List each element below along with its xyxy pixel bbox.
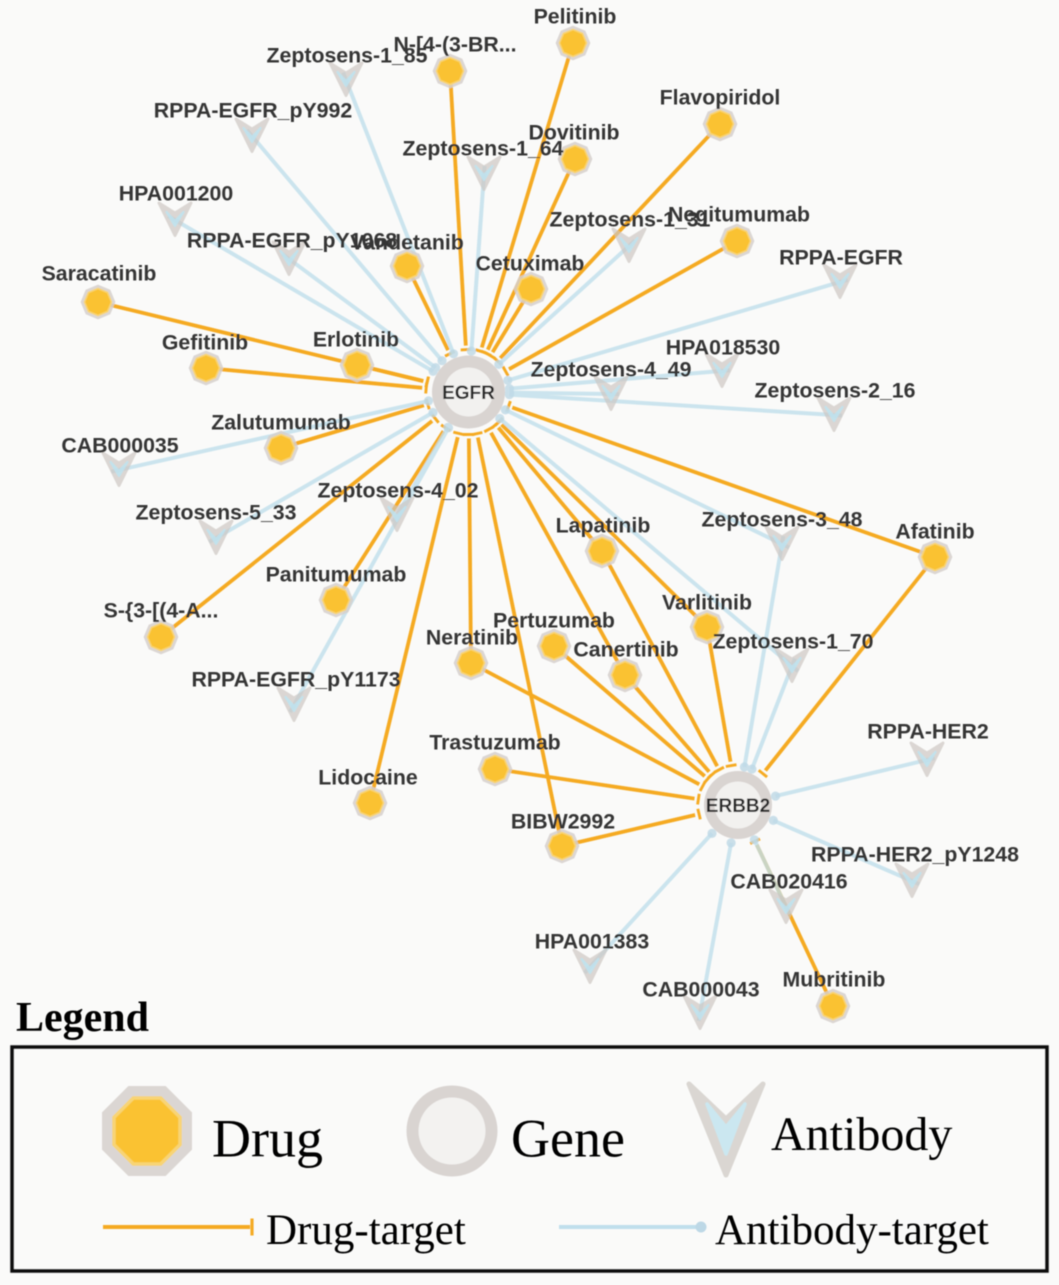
svg-text:Legend: Legend xyxy=(16,995,149,1041)
svg-text:Gene: Gene xyxy=(511,1109,625,1169)
svg-text:HPA001200: HPA001200 xyxy=(119,182,233,206)
svg-text:Antibody-target: Antibody-target xyxy=(715,1207,989,1254)
svg-text:EGFR: EGFR xyxy=(442,383,495,404)
svg-text:HPA018530: HPA018530 xyxy=(666,336,780,360)
svg-text:RPPA-EGFR: RPPA-EGFR xyxy=(779,246,903,270)
svg-text:RPPA-HER2_pY1248: RPPA-HER2_pY1248 xyxy=(811,843,1019,867)
svg-text:Zeptosens-5_33: Zeptosens-5_33 xyxy=(136,501,297,525)
svg-text:CAB000035: CAB000035 xyxy=(61,434,178,458)
svg-text:RPPA-EGFR_pY1068: RPPA-EGFR_pY1068 xyxy=(187,229,397,253)
svg-text:Antibody: Antibody xyxy=(771,1108,952,1161)
svg-text:Afatinib: Afatinib xyxy=(895,520,974,544)
svg-text:Zeptosens-3_48: Zeptosens-3_48 xyxy=(702,508,863,532)
svg-text:Erlotinib: Erlotinib xyxy=(313,328,399,352)
svg-text:Drug: Drug xyxy=(212,1109,323,1169)
svg-text:RPPA-EGFR_pY992: RPPA-EGFR_pY992 xyxy=(154,99,352,123)
svg-text:S-{3-[(4-A...: S-{3-[(4-A... xyxy=(104,599,219,623)
svg-text:Canertinib: Canertinib xyxy=(573,638,678,662)
svg-text:RPPA-EGFR_pY1173: RPPA-EGFR_pY1173 xyxy=(191,668,400,692)
svg-text:Zeptosens-4_02: Zeptosens-4_02 xyxy=(318,479,479,503)
svg-text:Mubritinib: Mubritinib xyxy=(783,968,886,992)
svg-text:Lidocaine: Lidocaine xyxy=(318,766,418,790)
svg-text:Zeptosens-4_49: Zeptosens-4_49 xyxy=(531,358,692,382)
svg-text:CAB000043: CAB000043 xyxy=(642,978,759,1002)
svg-text:Cetuximab: Cetuximab xyxy=(476,252,585,276)
svg-text:Zalutumumab: Zalutumumab xyxy=(211,411,351,435)
svg-text:Pelitinib: Pelitinib xyxy=(534,5,617,29)
svg-text:Zeptosens-1_31: Zeptosens-1_31 xyxy=(550,208,711,232)
svg-text:RPPA-HER2: RPPA-HER2 xyxy=(867,720,989,744)
svg-text:Trastuzumab: Trastuzumab xyxy=(429,731,560,755)
svg-text:Varlitinib: Varlitinib xyxy=(662,591,752,615)
svg-text:Gefitinib: Gefitinib xyxy=(162,331,248,355)
svg-text:ERBB2: ERBB2 xyxy=(706,796,770,817)
svg-text:Saracatinib: Saracatinib xyxy=(42,262,157,286)
svg-text:Zeptosens-1_70: Zeptosens-1_70 xyxy=(713,630,874,654)
svg-text:Flavopiridol: Flavopiridol xyxy=(660,86,781,110)
svg-text:Zeptosens-1_64: Zeptosens-1_64 xyxy=(403,137,564,161)
svg-text:CAB020416: CAB020416 xyxy=(730,870,847,894)
svg-text:Zeptosens-1_85: Zeptosens-1_85 xyxy=(267,44,428,68)
svg-text:Zeptosens-2_16: Zeptosens-2_16 xyxy=(755,379,916,403)
svg-text:Panitumumab: Panitumumab xyxy=(266,563,407,587)
svg-text:Lapatinib: Lapatinib xyxy=(556,514,651,538)
svg-text:HPA001383: HPA001383 xyxy=(535,930,650,954)
svg-text:Neratinib: Neratinib xyxy=(426,626,518,650)
svg-text:Drug-target: Drug-target xyxy=(266,1207,466,1254)
svg-text:BIBW2992: BIBW2992 xyxy=(511,810,615,834)
